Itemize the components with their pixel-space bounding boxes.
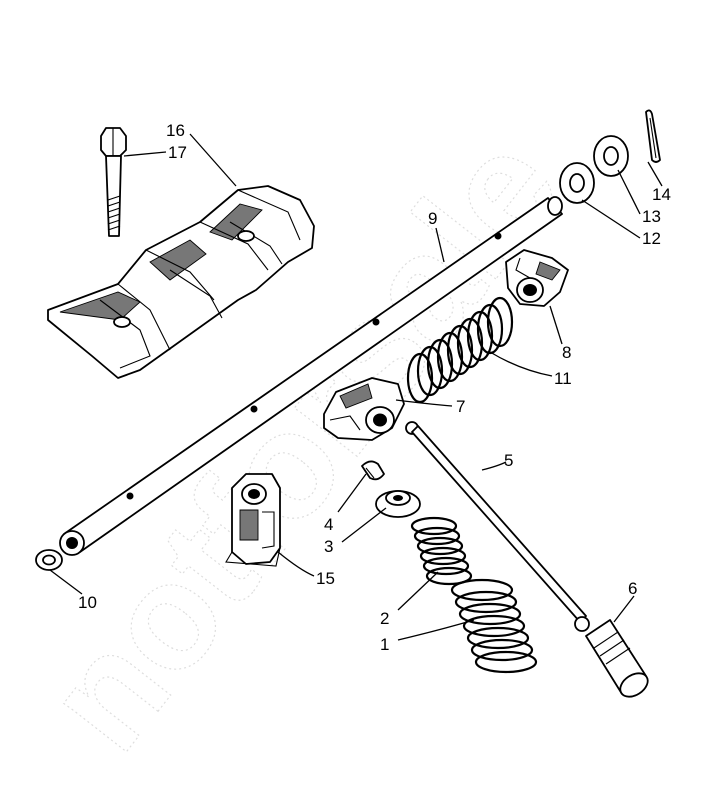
- callout-17: 17: [168, 143, 187, 162]
- callout-3: 3: [324, 537, 333, 556]
- part-5-push-rod: [405, 421, 587, 623]
- callout-10: 10: [78, 593, 97, 612]
- part-3-spring-cap: [375, 490, 421, 518]
- callout-13: 13: [642, 207, 661, 226]
- callout-8: 8: [562, 343, 571, 362]
- part-16-rocker-cover: [47, 185, 315, 379]
- part-14-split-pin: [645, 109, 661, 163]
- callout-12: 12: [642, 229, 661, 248]
- callout-2: 2: [380, 609, 389, 628]
- callout-15: 15: [316, 569, 335, 588]
- callout-11: 11: [554, 369, 572, 388]
- callout-16: 16: [166, 121, 185, 140]
- part-2-inner-spring: [410, 516, 473, 586]
- callout-5: 5: [504, 451, 513, 470]
- part-15-pedestal: [225, 473, 281, 567]
- callout-9: 9: [428, 209, 437, 228]
- callout-7: 7: [456, 397, 465, 416]
- part-4-collets: [361, 460, 385, 481]
- part-17-bolt: [100, 127, 127, 237]
- part-6-tappet: [574, 616, 649, 698]
- part-10-spacer: [35, 549, 63, 571]
- part-9-rocker-shaft: [59, 196, 563, 556]
- part-12-washer: [559, 162, 595, 204]
- callout-4: 4: [324, 515, 333, 534]
- leader-lines: [49, 133, 663, 641]
- part-13-washer: [593, 135, 629, 177]
- callout-labels: 16 17 14 13 12 9 8 11 7 5 4 3 15 10 6 2 …: [78, 121, 671, 654]
- callout-6: 6: [628, 579, 637, 598]
- callout-1: 1: [380, 635, 389, 654]
- part-11-spring: [406, 296, 514, 404]
- part-1-outer-spring: [450, 578, 538, 674]
- part-7-rocker-arm: [323, 377, 405, 441]
- callout-14: 14: [652, 185, 671, 204]
- part-8-rocker-arm: [505, 249, 569, 307]
